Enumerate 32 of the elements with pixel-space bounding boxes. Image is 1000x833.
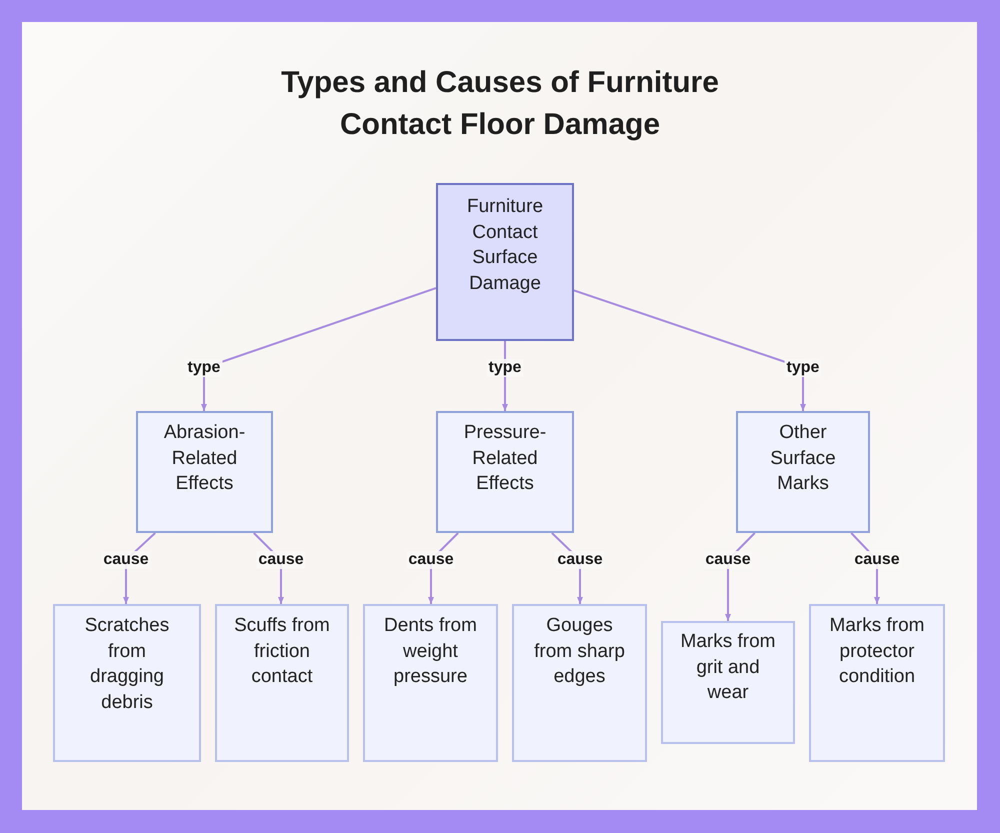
diagram-title: Types and Causes of Furniture Contact Floor Damage (280, 65, 720, 143)
node-text: Abrasion-Related Effects (162, 421, 246, 496)
category-box (136, 411, 273, 533)
category-box (53, 604, 201, 762)
node-text: Furniture Contact Surface Damage (466, 195, 544, 296)
edge-label: cause (256, 551, 306, 569)
node-text: Marks from protector condition (828, 614, 926, 689)
node-text: Marks from grit and wear (680, 630, 776, 705)
edge-label: type (186, 359, 222, 377)
edge-label: cause (555, 551, 605, 569)
category-box (661, 621, 795, 744)
connector-arrow (201, 287, 436, 411)
node-text: Gouges from sharp edges (533, 614, 626, 689)
node-text: Scratches from dragging debris (84, 614, 170, 714)
edge-label: cause (101, 551, 151, 569)
category-box (809, 604, 945, 762)
category-box (736, 411, 870, 533)
node-text: Pressure-Related Effects (462, 421, 548, 496)
category-box (363, 604, 498, 762)
node-text: Dents from weight pressure (383, 614, 478, 689)
node-text: Other Surface Marks (769, 421, 837, 496)
category-box (215, 604, 349, 762)
node-text: Scuffs from friction contact (233, 614, 331, 689)
category-box (512, 604, 647, 762)
root-box (436, 183, 574, 341)
edge-label: type (784, 359, 822, 377)
edge-label: cause (703, 551, 753, 569)
edge-label: cause (406, 551, 456, 569)
edge-label: type (486, 359, 524, 377)
edge-label: cause (852, 551, 902, 569)
category-box (436, 411, 574, 533)
connector-arrow (574, 290, 806, 411)
